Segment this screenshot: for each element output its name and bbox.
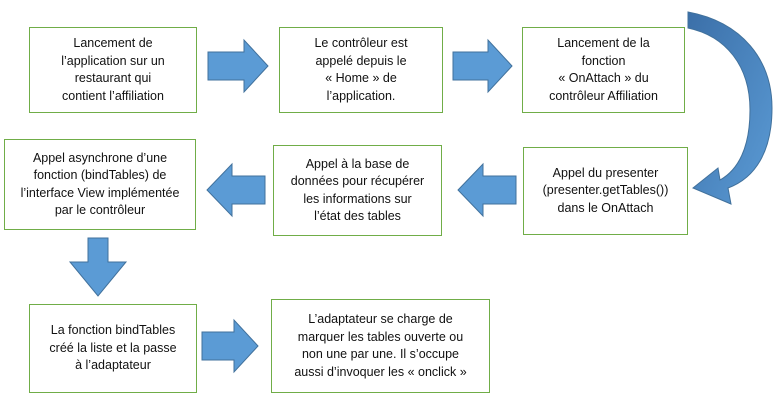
arrow-down-6-7 <box>68 237 128 297</box>
arrow-right-7-8 <box>201 318 259 374</box>
step-text-4: Appel du presenter (presenter.getTables(… <box>542 165 669 215</box>
step-text-2: Le contrôleur est appelé depuis le « Hom… <box>314 36 408 103</box>
step-text-7: La fonction bindTables créé la liste et … <box>49 323 177 373</box>
arrow-right-2-3 <box>452 38 513 94</box>
step-text-5: Appel à la base de données pour récupére… <box>290 156 425 224</box>
step-box-3: Lancement de la fonction « OnAttach » du… <box>522 27 685 113</box>
step-box-6: Appel asynchrone d’une fonction (bindTab… <box>4 139 196 230</box>
arrow-curved-3-4 <box>687 11 773 205</box>
step-box-8: L’adaptateur se charge de marquer les ta… <box>271 299 490 393</box>
arrow-right-1-2 <box>207 38 269 94</box>
step-box-4: Appel du presenter (presenter.getTables(… <box>523 147 688 235</box>
step-text-8: L’adaptateur se charge de marquer les ta… <box>294 312 467 379</box>
step-text-3: Lancement de la fonction « OnAttach » du… <box>549 36 658 103</box>
step-box-2: Le contrôleur est appelé depuis le « Hom… <box>279 27 443 113</box>
step-box-5: Appel à la base de données pour récupére… <box>273 145 442 236</box>
step-box-1: Lancement de l’application sur un restau… <box>29 27 197 113</box>
step-text-6: Appel asynchrone d’une fonction (bindTab… <box>20 150 180 218</box>
step-box-7: La fonction bindTables créé la liste et … <box>29 304 197 393</box>
step-text-1: Lancement de l’application sur un restau… <box>61 36 165 103</box>
arrow-left-5-6 <box>206 162 266 218</box>
arrow-left-4-5 <box>457 162 517 218</box>
